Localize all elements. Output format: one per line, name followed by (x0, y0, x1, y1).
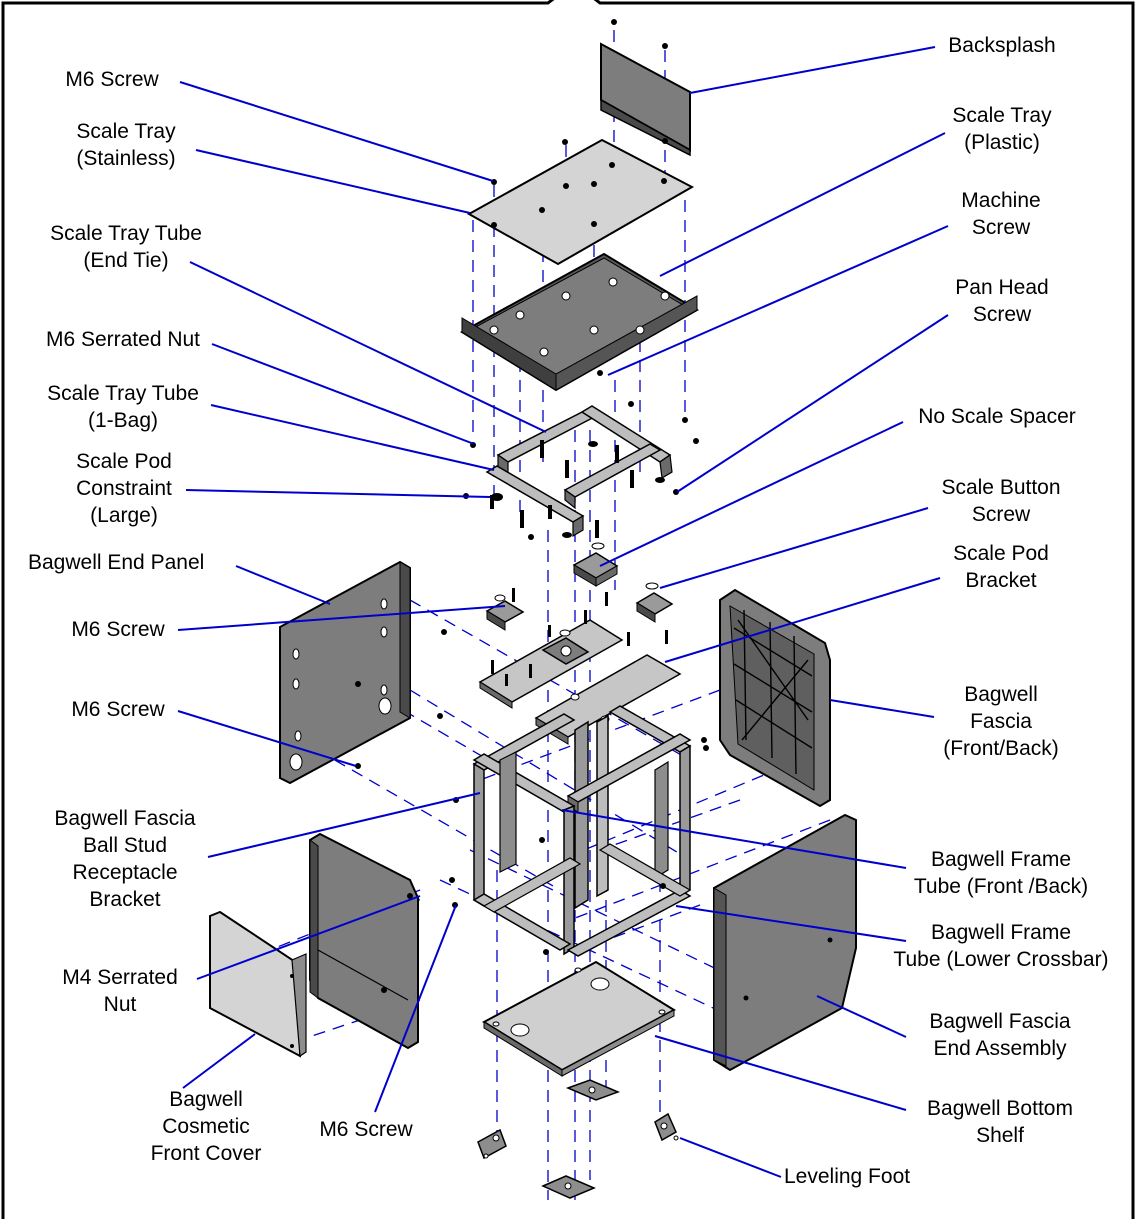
label-leveling-foot: Leveling Foot (784, 1165, 911, 1188)
scale-tray-tubes-part (463, 370, 699, 540)
label-m6-screw-bottom: M6 Screw (319, 1118, 413, 1141)
label-bagwell-bottom-shelf: Bagwell Bottom Shelf (927, 1097, 1073, 1147)
label-m6-screw-mid1: M6 Screw (71, 618, 165, 641)
scale-pod-components-part (478, 542, 682, 745)
label-no-scale-spacer: No Scale Spacer (918, 405, 1076, 428)
bagwell-end-panel-part (279, 560, 447, 785)
label-machine-screw: Machine Screw (961, 189, 1041, 239)
label-bagwell-end-panel: Bagwell End Panel (28, 551, 205, 574)
label-bagwell-fascia-front-back: Bagwell Fascia (Front/Back) (943, 683, 1059, 760)
bagwell-bottom-shelf-part (481, 960, 677, 1077)
scale-tray-plastic-part (460, 252, 699, 392)
label-scale-pod-bracket: Scale Pod Bracket (953, 542, 1049, 592)
label-scale-tray-plastic: Scale Tray (Plastic) (952, 104, 1052, 154)
label-frame-tube-lower-crossbar: Bagwell Frame Tube (Lower Crossbar) (893, 921, 1109, 971)
label-m4-serrated-nut: M4 Serrated Nut (62, 966, 178, 1016)
bagwell-frame-part (449, 705, 709, 957)
label-cosmetic-front-cover: Bagwell Cosmetic Front Cover (150, 1088, 262, 1165)
label-scale-tray-stainless: Scale Tray (Stainless) (76, 120, 176, 170)
backsplash-part (600, 19, 691, 157)
label-scale-tray-tube-1bag: Scale Tray Tube (1-Bag) (47, 382, 199, 432)
label-scale-tray-tube-end-tie: Scale Tray Tube (End Tie) (50, 222, 202, 272)
label-m6-serrated-nut: M6 Serrated Nut (45, 328, 201, 351)
ball-stud-receptacle-bracket-part (309, 832, 419, 1050)
bagwell-fascia-front-back-part (719, 588, 831, 808)
label-backsplash: Backsplash (948, 34, 1056, 57)
cosmetic-front-cover-part (209, 910, 307, 1058)
label-frame-tube-front-back: Bagwell Frame Tube (Front /Back) (913, 848, 1089, 898)
label-scale-button-screw: Scale Button Screw (941, 476, 1061, 526)
leveling-feet-part (477, 1079, 679, 1199)
label-m6-screw-top: M6 Screw (65, 68, 159, 91)
label-bagwell-fascia-end-assembly: Bagwell Fascia End Assembly (929, 1010, 1071, 1060)
scale-tray-stainless-part (466, 138, 695, 266)
label-scale-pod-constraint: Scale Pod Constraint (Large) (76, 450, 172, 527)
callout-leader-lines (177, 46, 949, 1178)
label-pan-head-screw: Pan Head Screw (955, 276, 1049, 326)
bagwell-fascia-end-assembly-part (713, 813, 857, 1072)
label-ball-stud-receptacle-bracket: Bagwell Fascia Ball Stud Receptacle Brac… (54, 807, 196, 911)
label-m6-screw-mid2: M6 Screw (71, 698, 165, 721)
